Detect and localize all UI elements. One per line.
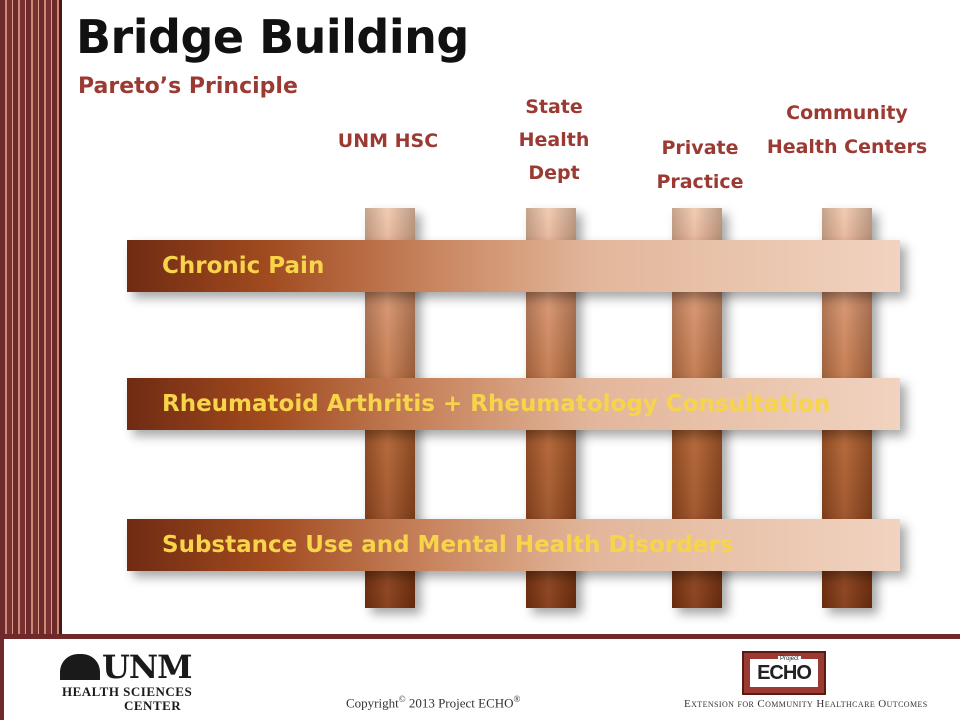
unm-line-2: CENTER: [124, 698, 182, 713]
unm-wordmark: UNM: [102, 648, 193, 686]
echo-project-label: Project: [778, 656, 801, 662]
copyright-prefix: Copyright: [346, 695, 399, 711]
unm-building-icon: [60, 654, 100, 680]
slide-title: Bridge Building: [76, 10, 469, 64]
column-label-line: Health Centers: [766, 136, 928, 158]
registered-symbol: ®: [513, 694, 521, 704]
copyright-notice: Copyright© 2013 Project ECHO®: [346, 694, 520, 711]
slide-subtitle: Pareto’s Principle: [78, 74, 298, 99]
column-label-line: UNM HSC: [337, 130, 439, 152]
bar-substance-use: Substance Use and Mental Health Disorder…: [127, 519, 900, 571]
column-label-state-health-dept: State Health Dept: [494, 91, 614, 190]
bar-label: Substance Use and Mental Health Disorder…: [162, 532, 734, 558]
column-label-community-health-centers: Community Health Centers: [752, 96, 942, 164]
project-echo-logo: Project ECHO: [742, 651, 826, 695]
column-label-line: State: [525, 96, 583, 118]
footer-divider: [0, 634, 960, 639]
column-label-unm-hsc: UNM HSC: [318, 124, 458, 158]
unm-line-1: HEALTH SCIENCES: [62, 684, 193, 699]
decorative-side-band: [0, 0, 62, 637]
bar-label: Rheumatoid Arthritis + Rheumatology Cons…: [162, 391, 831, 417]
bar-chronic-pain: Chronic Pain: [127, 240, 900, 292]
echo-tagline: Extension for Community Healthcare Outco…: [684, 698, 928, 710]
echo-logo-inner: Project ECHO: [750, 656, 818, 687]
copyright-symbol: ©: [398, 694, 406, 704]
column-label-line: Community: [786, 102, 908, 124]
copyright-rest: 2013 Project ECHO: [405, 695, 514, 711]
column-label-line: Private: [661, 137, 739, 159]
column-label-line: Dept: [528, 162, 580, 184]
unm-hsc-logo: UNM HEALTH SCIENCES CENTER: [60, 648, 260, 714]
bar-label: Chronic Pain: [162, 253, 325, 279]
echo-wordmark: ECHO: [757, 662, 812, 684]
column-label-private-practice: Private Practice: [640, 131, 760, 199]
bar-rheumatoid-arthritis: Rheumatoid Arthritis + Rheumatology Cons…: [127, 378, 900, 430]
column-label-line: Health: [518, 129, 590, 151]
column-label-line: Practice: [656, 171, 744, 193]
